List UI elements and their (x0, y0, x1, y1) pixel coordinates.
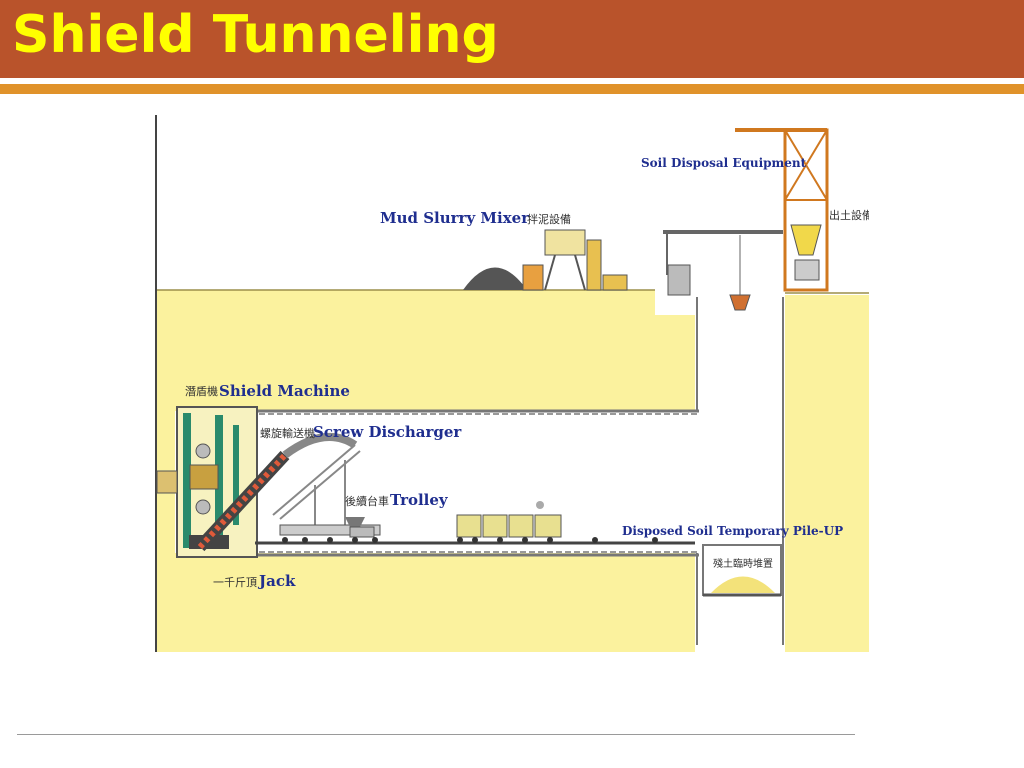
label-trolley: Trolley (390, 491, 449, 509)
label-trolley-cn: 後續台車 (345, 494, 389, 508)
label-shield-machine: Shield Machine (219, 382, 350, 400)
soil-pile-pit (702, 544, 782, 597)
label-screw-discharger: Screw Discharger (313, 423, 462, 441)
title-underline-thin (0, 84, 1024, 87)
label-pile-up: Disposed Soil Temporary Pile-UP (622, 524, 843, 538)
hopper-car (345, 517, 375, 538)
small-gantry (663, 230, 783, 311)
footer-rule (17, 734, 855, 735)
label-shield-machine-cn: 潛盾機 (185, 384, 218, 398)
label-soil-disposal: Soil Disposal Equipment (641, 156, 807, 170)
diagram-svg: Soil Disposal Equipment 出土設備 Mud Slurry … (155, 115, 869, 652)
label-screw-discharger-cn: 螺旋輸送機 (260, 426, 315, 440)
label-jack-cn: 一千斤頂 (213, 576, 257, 589)
rail-wheels (282, 537, 658, 543)
slide-title: Shield Tunneling (12, 5, 499, 65)
shield-machine (156, 406, 258, 558)
label-mud-slurry-mixer-cn: 拌泥設備 (527, 212, 571, 226)
label-mud-slurry-mixer: Mud Slurry Mixer (380, 209, 530, 227)
trolley-cars (456, 501, 562, 538)
title-underline-thick (0, 87, 1024, 94)
title-bar: Shield Tunneling (0, 0, 1024, 78)
soil-disposal-crane (735, 128, 829, 292)
belt-conveyor (272, 444, 381, 536)
label-soil-disposal-cn: 出土設備 (829, 208, 869, 222)
vertical-shaft (697, 297, 783, 652)
soil-ground-right (785, 295, 869, 652)
label-jack: Jack (257, 572, 296, 590)
label-pile-up-cn: 殘土臨時堆置 (713, 557, 773, 570)
screw-discharger (195, 433, 358, 552)
shield-tunneling-diagram: Soil Disposal Equipment 出土設備 Mud Slurry … (155, 115, 869, 652)
mud-slurry-plant (463, 229, 628, 291)
